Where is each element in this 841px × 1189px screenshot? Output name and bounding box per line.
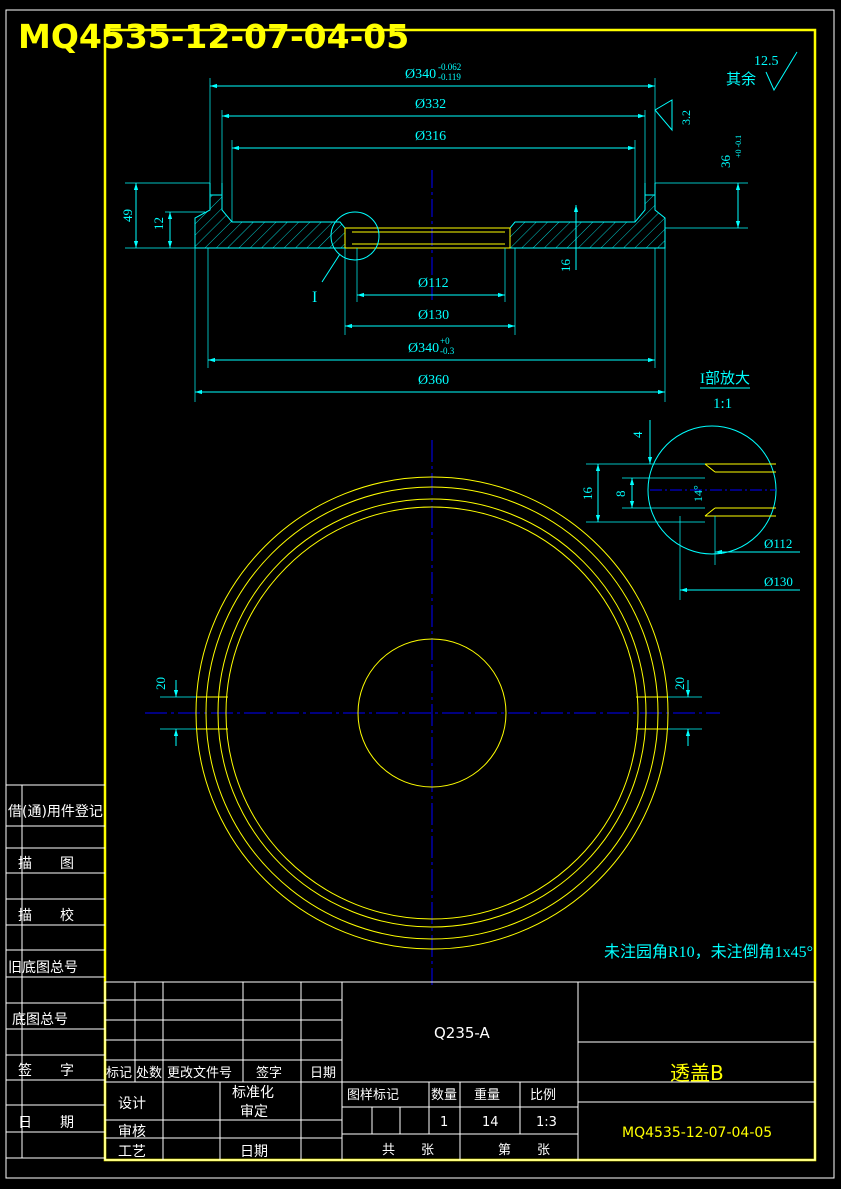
left-label-5: 签 字 [18, 1062, 74, 1079]
detail-ref-label: I [312, 289, 317, 306]
row-process: 工艺 [118, 1144, 146, 1160]
left-label-3: 旧底图总号 [8, 960, 78, 976]
sheet-number: 第 张 [498, 1143, 550, 1158]
rev-header-sign: 签字 [256, 1065, 282, 1081]
dim-h12: 12 [151, 217, 166, 230]
dim-d340-top-tol-lo: -0.119 [438, 72, 461, 82]
roughness-value: 12.5 [754, 54, 779, 69]
part-name: 透盖B [670, 1061, 724, 1085]
dim-d340-bot-tol-up: +0 [440, 336, 450, 346]
left-label-4: 底图总号 [12, 1012, 68, 1028]
section-body-left [194, 194, 346, 249]
dim-h49: 49 [120, 209, 135, 222]
row-standard: 标准化 [232, 1085, 274, 1101]
val-qty: 1 [440, 1115, 448, 1130]
dim-d316: Ø316 [415, 129, 446, 144]
roughness-symbol [765, 51, 798, 92]
left-label-2: 描 校 [18, 907, 74, 924]
roughness-face-value: 3.2 [679, 110, 693, 125]
part-number: MQ4535-12-07-04-05 [622, 1125, 772, 1141]
section-body-right [509, 194, 666, 249]
left-register-column [6, 784, 105, 1159]
title-block-grid [104, 981, 816, 1161]
plan-view: 20 20 [145, 440, 720, 985]
detail-dim-d112: Ø112 [764, 536, 792, 551]
row-design: 设计 [118, 1096, 146, 1112]
hdr-pattern-mark: 图样标记 [347, 1088, 399, 1103]
detail-dim-4: 4 [630, 431, 645, 438]
section-view: I Ø340 -0.062 -0.119 Ø332 Ø316 Ø112 Ø130… [120, 62, 748, 402]
val-weight: 14 [482, 1115, 499, 1130]
hdr-qty: 数量 [431, 1088, 457, 1103]
detail-view: I部放大 1:1 4 16 8 14° Ø112 Ø130 [580, 370, 800, 600]
row-check: 审核 [118, 1124, 146, 1140]
sheet-total: 共 张 [382, 1143, 434, 1158]
dim-d130: Ø130 [418, 308, 449, 323]
dim-h36: 36 [718, 155, 733, 169]
detail-angle: 14° [691, 485, 705, 502]
dim-d340-bot-tol-lo: -0.3 [440, 346, 455, 356]
outer-frame [5, 9, 835, 1179]
dim-h36-tol: +0 -0.1 [734, 135, 743, 158]
left-label-6: 日 期 [18, 1115, 74, 1131]
dim-d340-top: Ø340 [405, 67, 436, 82]
material-label: Q235-A [434, 1024, 491, 1042]
plan-dim-20-right: 20 [672, 677, 687, 690]
left-label-0: 借(通)用件登记 [8, 804, 103, 820]
detail-dim-8: 8 [613, 491, 628, 498]
dim-d340-bot: Ø340 [408, 341, 439, 356]
val-scale: 1:3 [536, 1115, 557, 1130]
detail-dim-16: 16 [580, 487, 595, 501]
detail-scale: 1:1 [713, 396, 732, 412]
plan-dim-20-left: 20 [153, 677, 168, 690]
drawing-number-big: MQ4535-12-07-04-05 [18, 17, 409, 56]
technical-note: 未注园角R10，未注倒角1x45° [604, 943, 813, 961]
dim-h16: 16 [558, 259, 573, 273]
dim-d360: Ø360 [418, 373, 449, 388]
roughness-rest-label: 其余 [726, 70, 756, 88]
rev-header-count: 处数 [136, 1066, 162, 1081]
left-label-1: 描 图 [18, 856, 74, 872]
rev-header-date: 日期 [310, 1066, 336, 1081]
dim-d112: Ø112 [418, 276, 449, 291]
rev-header-doc: 更改文件号 [167, 1066, 232, 1081]
dim-d340-top-tol-up: -0.062 [438, 62, 461, 72]
detail-dim-d130: Ø130 [764, 574, 793, 589]
dim-d332: Ø332 [415, 97, 446, 112]
rev-header-mark: 标记 [106, 1066, 132, 1081]
detail-title: I部放大 [700, 370, 750, 387]
row-date: 日期 [240, 1144, 268, 1160]
row-review: 审定 [240, 1104, 268, 1120]
hdr-scale: 比例 [530, 1088, 556, 1103]
hdr-weight: 重量 [474, 1087, 500, 1103]
